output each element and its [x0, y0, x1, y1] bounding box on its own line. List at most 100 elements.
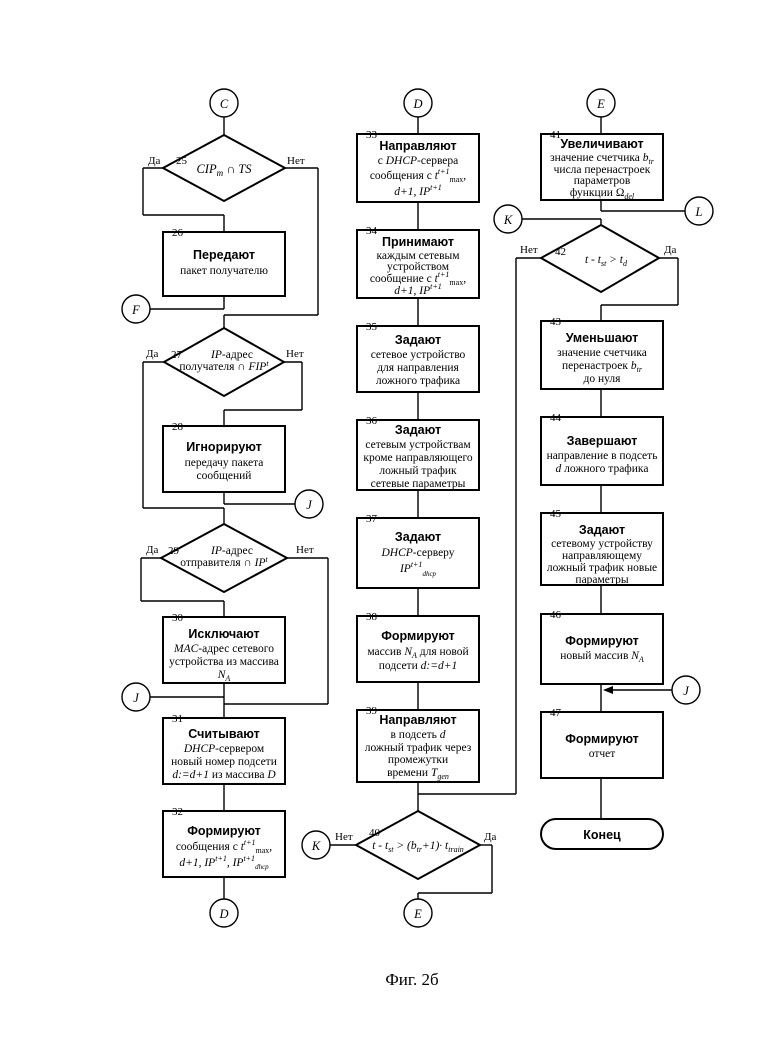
b43-title: Уменьшают	[566, 331, 638, 345]
b43-line2: перенастроек btr	[562, 360, 643, 374]
b33-title: Направляют	[379, 139, 456, 153]
b38-title: Формируют	[381, 629, 455, 643]
b39-title: Направляют	[379, 713, 456, 727]
b43-number: 43	[550, 316, 562, 328]
d27-line1: IP-адрес	[210, 349, 253, 361]
b38-line1: массив NA для новой	[367, 646, 468, 660]
figure-caption: Фиг. 2б	[385, 970, 438, 989]
d25-no-label: Нет	[287, 155, 305, 167]
b30-number: 30	[172, 612, 184, 624]
block-26	[163, 232, 285, 296]
connector-d-in-label: D	[412, 97, 422, 111]
b37-title: Задают	[395, 530, 441, 544]
d27-line2: получателя ∩ FIPt	[179, 359, 269, 373]
b32-number: 32	[172, 806, 183, 818]
b26-line1: пакет получателю	[180, 265, 268, 277]
b30-line1: MAC-адрес сетевого	[173, 643, 274, 655]
connector-k-in-label: K	[503, 213, 513, 227]
b45-number: 45	[550, 508, 562, 520]
b32-title: Формируют	[187, 824, 261, 838]
d27-number: 27	[171, 349, 183, 361]
b44-number: 44	[550, 412, 562, 424]
d29-yes-label: Да	[146, 544, 159, 556]
b38-number: 38	[366, 611, 378, 623]
b28-line1: передачу пакета	[185, 457, 264, 469]
b39-line1: в подсеть d	[391, 729, 446, 741]
d29-no-label: Нет	[296, 544, 314, 556]
b36-line1: сетевым устройствам	[365, 439, 471, 451]
b43-line3: до нуля	[584, 373, 622, 385]
d29-line1: IP-адрес	[210, 545, 253, 557]
b30-line2: устройства из массива	[169, 656, 279, 668]
connector-k-out-label: K	[311, 839, 321, 853]
b44-line2: d ложного трафика	[556, 463, 649, 475]
b41-number: 41	[550, 129, 561, 141]
b38-line2: подсети d:=d+1	[379, 660, 457, 672]
b46-number: 46	[550, 609, 562, 621]
connector-e-out-label: E	[413, 907, 422, 921]
b28-title: Игнорируют	[186, 440, 262, 454]
b31-number: 31	[172, 713, 183, 725]
b46-line1: новый массив NA	[560, 650, 644, 664]
d42-number: 42	[555, 246, 566, 258]
b34-number: 34	[366, 225, 378, 237]
d29-number: 29	[168, 545, 180, 557]
b36-line4: сетевые параметры	[371, 478, 466, 490]
b31-line3: d:=d+1 из массива D	[172, 769, 276, 781]
b47-title: Формируют	[565, 732, 639, 746]
b47-number: 47	[550, 707, 562, 719]
b45-line2: направляющему	[562, 550, 642, 562]
b33-line1: с DHCP-сервера	[378, 155, 459, 167]
b41-title: Увеличивают	[560, 137, 643, 151]
b26-number: 26	[172, 227, 184, 239]
arrow-head	[603, 686, 613, 694]
b44-line1: направление в подсеть	[547, 450, 658, 462]
b43-line1: значение счетчика	[557, 347, 647, 359]
b45-line4: параметры	[575, 574, 628, 586]
d25-number: 25	[176, 155, 188, 167]
b36-title: Задают	[395, 423, 441, 437]
b39-line3: промежутки	[388, 754, 448, 766]
d40-no-label: Нет	[335, 831, 353, 843]
b35-line3: ложного трафика	[376, 375, 460, 387]
b36-line3: ложный трафик	[379, 465, 457, 477]
connector-l-label: L	[695, 205, 703, 219]
b41-line3: параметров	[574, 175, 631, 187]
b35-line1: сетевое устройство	[371, 349, 466, 361]
b35-number: 35	[366, 321, 378, 333]
b31-line1: DHCP-сервером	[183, 743, 265, 755]
b28-number: 28	[172, 421, 184, 433]
d40-number: 40	[369, 827, 381, 839]
b34-title: Принимают	[382, 235, 454, 249]
connector-f-label: F	[131, 303, 140, 317]
b26-title: Передают	[193, 248, 255, 262]
b39-number: 39	[366, 705, 378, 717]
d29-line2: отправителя ∩ IPt	[180, 555, 268, 569]
d42-condition: t - tst > td	[585, 254, 628, 268]
b31-title: Считывают	[188, 727, 260, 741]
b46-title: Формируют	[565, 634, 639, 648]
b30-title: Исключают	[188, 627, 259, 641]
b28-line2: сообщений	[197, 470, 252, 482]
b35-title: Задают	[395, 333, 441, 347]
d42-no-label: Нет	[520, 244, 538, 256]
block-46	[541, 614, 663, 684]
connector-c-label: C	[220, 97, 229, 111]
connector-d-out-label: D	[218, 907, 228, 921]
end-label: Конец	[583, 828, 621, 842]
b36-line2: кроме направляющего	[363, 452, 473, 464]
b33-number: 33	[366, 129, 378, 141]
b31-line2: новый номер подсети	[171, 756, 277, 768]
b44-title: Завершают	[567, 434, 638, 448]
b37-number: 37	[366, 513, 378, 525]
b37-line1: DHCP-серверу	[380, 547, 454, 559]
d40-yes-label: Да	[484, 831, 497, 843]
b35-line2: для направления	[377, 362, 459, 374]
b39-line2: ложный трафик через	[365, 742, 472, 754]
d42-yes-label: Да	[664, 244, 677, 256]
d27-yes-label: Да	[146, 348, 159, 360]
d25-condition: CIPm ∩ TS	[196, 162, 252, 178]
b45-line1: сетевому устройству	[551, 538, 653, 550]
d25-yes-label: Да	[148, 155, 161, 167]
